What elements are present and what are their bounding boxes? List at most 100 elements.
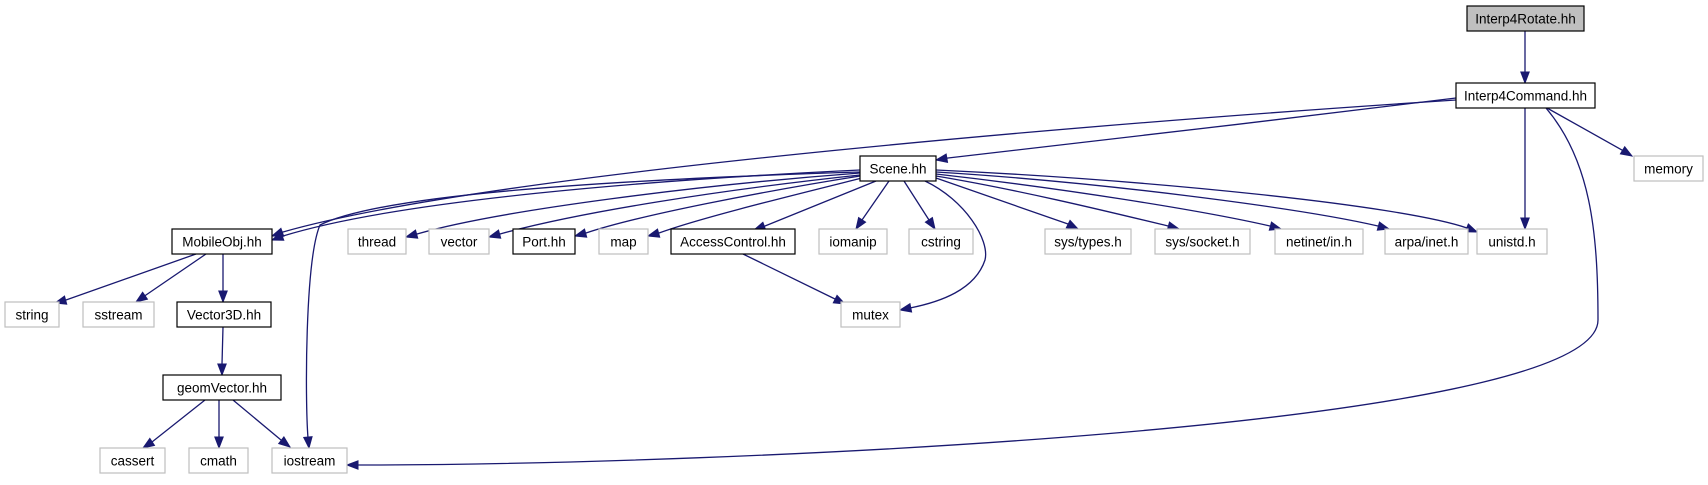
edge-scene-to-netinetin — [935, 173, 1283, 231]
node-label: sys/socket.h — [1165, 235, 1239, 250]
node-label: MobileObj.hh — [182, 235, 262, 250]
node-iostream: iostream — [271, 447, 348, 474]
node-box — [428, 228, 490, 255]
edge-line — [647, 177, 863, 237]
node-label: sstream — [94, 308, 142, 323]
node-label: iostream — [284, 454, 336, 469]
edge-line — [347, 107, 1599, 466]
edge-scene-to-mutex — [898, 180, 987, 313]
edge-interp4command-to-memory — [1546, 107, 1634, 157]
node-box — [840, 301, 901, 328]
node-vector: vector — [428, 228, 490, 255]
edge-line — [935, 175, 1180, 230]
node-arpainet: arpa/inet.h — [1384, 228, 1469, 255]
edge-line — [935, 169, 1478, 233]
edge-geomvector-to-cmath — [214, 400, 224, 450]
node-box — [347, 228, 407, 255]
node-label: string — [15, 308, 48, 323]
arrowhead-icon — [924, 216, 936, 231]
arrowhead-icon — [302, 436, 313, 450]
node-map: map — [598, 228, 649, 255]
edge-scene-to-thread — [404, 172, 861, 239]
node-label: Interp4Command.hh — [1464, 89, 1587, 104]
edge-line — [742, 253, 846, 305]
arrowhead-icon — [277, 436, 292, 448]
node-box — [512, 228, 576, 255]
arrowhead-icon — [1065, 219, 1080, 230]
node-unistd: unistd.h — [1476, 228, 1548, 255]
node-box — [598, 228, 649, 255]
arrowhead-icon — [345, 460, 359, 470]
edge-line — [1546, 107, 1633, 157]
edge-geomvector-to-iostream — [232, 399, 292, 448]
node-iomanip: iomanip — [818, 228, 888, 255]
node-label: sys/types.h — [1054, 235, 1122, 250]
arrowhead-icon — [1520, 71, 1530, 85]
node-box — [1274, 228, 1364, 255]
arrowhead-icon — [218, 290, 228, 304]
node-accesscontrol[interactable]: AccessControl.hh — [670, 228, 796, 255]
arrowhead-icon — [217, 363, 227, 377]
edge-line — [135, 253, 207, 303]
node-geomvector[interactable]: geomVector.hh — [162, 374, 282, 401]
node-box — [1466, 5, 1585, 32]
arrowhead-icon — [1520, 217, 1530, 231]
edge-mobileobj-to-vector3d — [218, 254, 228, 304]
edge-interp4rotate-to-interp4command — [1520, 31, 1530, 85]
node-label: AccessControl.hh — [680, 235, 786, 250]
edge-mobileobj-to-string — [53, 253, 197, 305]
edges — [53, 31, 1634, 470]
node-interp4rotate[interactable]: Interp4Rotate.hh — [1466, 5, 1585, 32]
node-box — [162, 374, 282, 401]
node-box — [1154, 228, 1251, 255]
edge-line — [405, 172, 861, 238]
edge-line — [935, 171, 1390, 230]
edge-line — [899, 180, 987, 311]
edge-geomvector-to-cassert — [141, 399, 206, 449]
arrowhead-icon — [1619, 145, 1634, 157]
node-vector3d[interactable]: Vector3D.hh — [176, 301, 272, 328]
node-box — [171, 228, 273, 255]
edge-interp4command-to-iostream — [345, 107, 1599, 470]
edge-line — [54, 253, 197, 304]
node-mobileobj[interactable]: MobileObj.hh — [171, 228, 273, 255]
node-label: vector — [441, 235, 478, 250]
arrowhead-icon — [134, 291, 149, 303]
arrowhead-icon — [404, 229, 419, 239]
node-label: Scene.hh — [869, 162, 926, 177]
node-box — [176, 301, 272, 328]
node-cmath: cmath — [188, 447, 249, 474]
node-systypes: sys/types.h — [1044, 228, 1132, 255]
node-scene[interactable]: Scene.hh — [859, 155, 937, 182]
node-box — [1633, 155, 1704, 182]
node-port[interactable]: Port.hh — [512, 228, 576, 255]
edge-accesscontrol-to-mutex — [742, 253, 847, 305]
node-cstring: cstring — [908, 228, 974, 255]
node-string: string — [4, 301, 60, 328]
node-label: netinet/in.h — [1286, 235, 1352, 250]
node-box — [271, 447, 348, 474]
node-box — [670, 228, 796, 255]
arrowhead-icon — [270, 231, 285, 241]
edge-line — [142, 399, 206, 449]
node-label: geomVector.hh — [177, 381, 267, 396]
node-memory: memory — [1633, 155, 1704, 182]
edge-scene-to-unistd — [935, 169, 1479, 233]
arrowhead-icon — [855, 216, 867, 231]
edge-scene-to-arpainet — [935, 171, 1391, 231]
node-label: Vector3D.hh — [187, 308, 261, 323]
edge-vector3d-to-geomvector — [217, 326, 227, 377]
node-label: cstring — [921, 235, 961, 250]
node-box — [1476, 228, 1548, 255]
edge-scene-to-iomanip — [855, 180, 890, 231]
nodes: Interp4Rotate.hhInterp4Command.hhScene.h… — [4, 5, 1704, 474]
node-label: thread — [358, 235, 396, 250]
node-interp4command[interactable]: Interp4Command.hh — [1455, 82, 1596, 109]
edge-line — [305, 171, 861, 449]
node-label: cmath — [200, 454, 237, 469]
edge-scene-to-map — [646, 177, 863, 238]
edge-line — [935, 173, 1282, 230]
node-box — [99, 447, 166, 474]
node-box — [908, 228, 974, 255]
